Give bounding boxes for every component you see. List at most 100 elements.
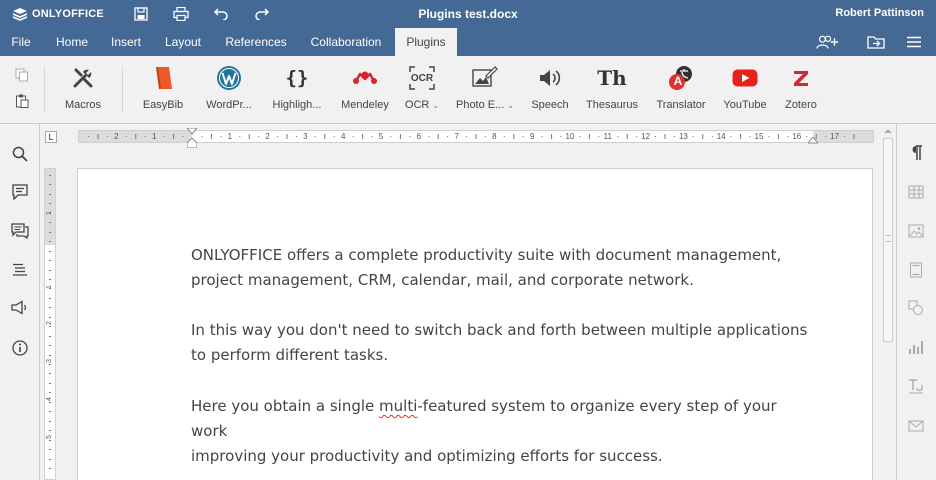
- comment-icon: [12, 184, 28, 200]
- right-sidebar: [896, 124, 936, 480]
- ruler-tick: [579, 136, 581, 137]
- share-button[interactable]: [816, 32, 840, 52]
- photo-editor-button[interactable]: Photo E...⌄: [452, 64, 518, 116]
- paragraph-2[interactable]: In this way you don't need to switch bac…: [191, 318, 811, 368]
- undo-button[interactable]: [210, 4, 232, 24]
- ruler-tick: [777, 134, 779, 139]
- tab-plugins[interactable]: Plugins: [395, 28, 457, 56]
- ruler-number: 11: [603, 132, 612, 141]
- tab-layout[interactable]: Layout: [164, 35, 202, 49]
- shape-settings-button[interactable]: [906, 298, 926, 318]
- scrollbar-thumb[interactable]: [883, 138, 893, 342]
- speech-button[interactable]: Speech: [526, 64, 574, 116]
- ocr-button[interactable]: OCR OCR⌄: [400, 64, 444, 116]
- ruler-tick: [503, 136, 505, 137]
- first-line-indent-marker[interactable]: [187, 128, 197, 136]
- search-button[interactable]: [10, 144, 30, 164]
- paragraph-line: In this way you don't need to switch bac…: [191, 321, 808, 339]
- chat-icon: [11, 223, 29, 239]
- left-indent-marker[interactable]: [187, 138, 197, 148]
- image-settings-button[interactable]: [906, 221, 926, 241]
- header-footer-settings-button[interactable]: [906, 260, 926, 280]
- copy-button[interactable]: [12, 66, 32, 84]
- ruler-tick: [49, 316, 51, 318]
- ocr-label: OCR: [404, 99, 430, 111]
- ruler-tick: [541, 136, 543, 137]
- table-settings-button[interactable]: [906, 182, 926, 202]
- navigation-button[interactable]: [10, 260, 30, 280]
- text-art-icon: [909, 379, 923, 394]
- ruler-tick: [409, 136, 411, 137]
- chart-settings-button[interactable]: [906, 337, 926, 357]
- thesaurus-label: Thesaurus: [586, 99, 638, 111]
- mail-merge-settings-button[interactable]: [906, 416, 926, 436]
- ruler-tick: [49, 411, 51, 413]
- ruler-tick: [49, 288, 51, 290]
- image-icon: [908, 224, 924, 238]
- tab-home[interactable]: Home: [55, 35, 88, 49]
- title-bar: ONLYOFFICE Plugins test.docx Robert Patt…: [0, 0, 936, 28]
- open-location-button[interactable]: [864, 32, 888, 52]
- ruler-number: 8: [492, 132, 497, 141]
- ruler-tick: [49, 175, 51, 176]
- ruler-tick: [49, 392, 51, 394]
- zotero-button[interactable]: Zotero: [780, 64, 822, 116]
- ruler-tick: [522, 136, 524, 137]
- thesaurus-button[interactable]: Th Thesaurus: [582, 64, 642, 116]
- tab-stop-selector[interactable]: L: [45, 131, 57, 143]
- feedback-button[interactable]: [10, 298, 30, 318]
- redo-button[interactable]: [251, 4, 273, 24]
- text-art-settings-button[interactable]: [906, 376, 926, 396]
- paragraph-settings-button[interactable]: [906, 143, 926, 163]
- tab-insert[interactable]: Insert: [110, 35, 141, 49]
- ruler-tick: [437, 134, 439, 139]
- ruler-tick: [49, 184, 51, 186]
- save-button[interactable]: [130, 4, 152, 24]
- tab-references[interactable]: References: [225, 35, 287, 49]
- folder-arrow-icon: [867, 36, 885, 49]
- misspelled-word[interactable]: multi: [379, 397, 418, 415]
- ruler-tick: [815, 134, 817, 139]
- tab-file[interactable]: File: [11, 35, 31, 49]
- comments-button[interactable]: [10, 182, 30, 202]
- ruler-number: 5: [378, 132, 384, 141]
- paste-button[interactable]: [12, 92, 32, 110]
- ruler-tick: [220, 136, 222, 137]
- ruler-tick: [49, 449, 51, 450]
- ruler-tick: [730, 136, 732, 137]
- paragraph-3[interactable]: Here you obtain a single multi-featured …: [191, 394, 811, 469]
- easybib-button[interactable]: EasyBib: [138, 64, 188, 116]
- youtube-button[interactable]: YouTube: [720, 64, 770, 116]
- right-indent-marker[interactable]: [808, 137, 818, 145]
- highlight-code-button[interactable]: {} Highligh...: [268, 64, 326, 116]
- headings-icon: [13, 263, 27, 276]
- scroll-up-arrow-icon[interactable]: [881, 126, 895, 136]
- print-button[interactable]: [170, 4, 192, 24]
- chat-button[interactable]: [10, 221, 30, 241]
- ruler-tick: [239, 136, 241, 137]
- ruler-tick: [560, 136, 562, 137]
- translator-button[interactable]: A Translator: [652, 64, 710, 116]
- macros-button[interactable]: Macros: [60, 64, 106, 116]
- ruler-tick: [49, 439, 51, 441]
- ruler-tick: [314, 136, 316, 137]
- view-settings-button[interactable]: [902, 32, 926, 52]
- user-name[interactable]: Robert Pattinson: [835, 7, 924, 19]
- mendeley-button[interactable]: Mendeley: [338, 64, 392, 116]
- wordpress-button[interactable]: WordPr...: [200, 64, 258, 116]
- mendeley-label: Mendeley: [341, 99, 389, 111]
- paragraph-1[interactable]: ONLYOFFICE offers a complete productivit…: [191, 243, 811, 293]
- about-button[interactable]: [10, 338, 30, 358]
- tab-collaboration[interactable]: Collaboration: [310, 35, 382, 49]
- document-page[interactable]: ONLYOFFICE offers a complete productivit…: [77, 168, 873, 480]
- ruler-tick: [97, 134, 99, 139]
- scrollbar-grip: [886, 235, 891, 242]
- table-icon: [908, 185, 924, 199]
- hamburger-icon: [907, 36, 921, 48]
- vertical-scrollbar[interactable]: [881, 124, 895, 480]
- ruler-tick: [49, 345, 51, 347]
- ruler-tick: [88, 136, 90, 137]
- ruler-tick: [135, 134, 137, 139]
